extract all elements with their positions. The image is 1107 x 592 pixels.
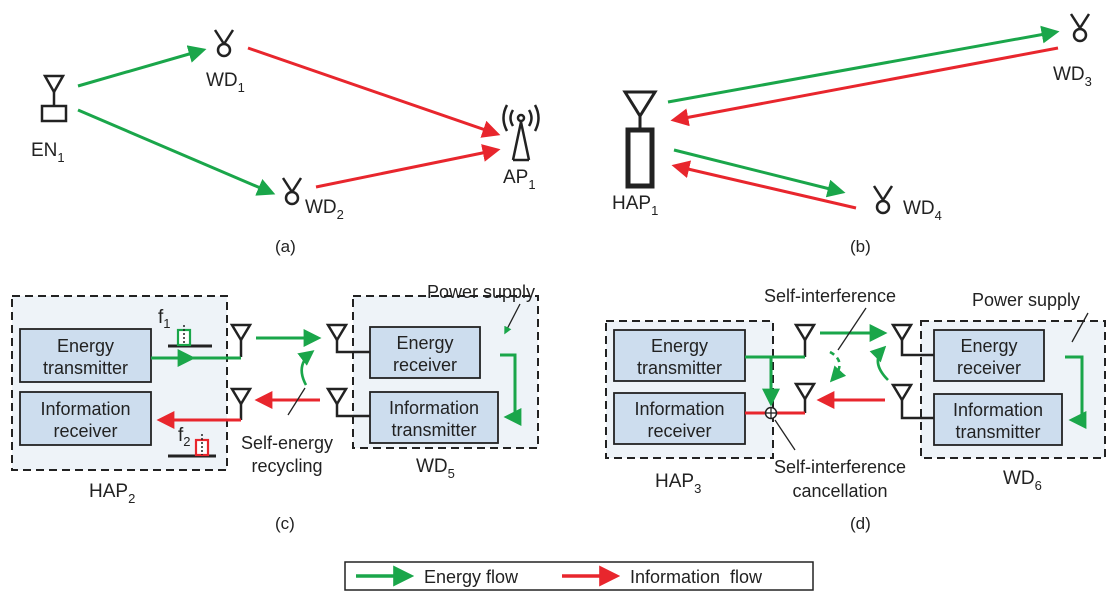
energy-receiver-label-2: receiver [957, 358, 1021, 378]
information-transmitter-box [933, 393, 1063, 446]
energy-flow-arrow [673, 148, 846, 198]
information-receiver-box [19, 391, 152, 446]
frequency-band-icon [168, 325, 212, 348]
caption-b: (b) [850, 237, 871, 256]
information-flow-arrow [671, 160, 857, 210]
energy-flow-arrow [77, 45, 207, 88]
en1-label: EN1 [31, 140, 65, 165]
information-flow-arrow [247, 46, 501, 138]
antenna-icon [325, 387, 370, 418]
antenna-icon [890, 323, 934, 357]
self-interference-label: Self-interference [764, 286, 896, 306]
information-receiver-label-2: receiver [647, 421, 711, 441]
self-energy-recycling-label-1: Self-energy [241, 433, 333, 453]
power-supply-label: Power supply [427, 282, 535, 302]
self-interference-cancellation-label-2: cancellation [792, 481, 887, 501]
wd1-label: WD1 [206, 70, 245, 95]
self-interference-arrow [829, 350, 847, 383]
summation-icon [764, 406, 778, 420]
self-energy-recycling-arrow [297, 350, 315, 386]
antenna-icon [229, 387, 253, 420]
hap3-label: HAP3 [655, 471, 701, 496]
caption-d: (d) [850, 514, 871, 533]
information-receiver-label-2: receiver [53, 421, 117, 441]
pointer-line [287, 387, 306, 416]
energy-transmitter-box [613, 329, 746, 382]
energy-transmitter-label-1: Energy [651, 336, 708, 356]
power-supply-line [500, 353, 522, 426]
energy-transmitter-box [19, 328, 152, 383]
wireless-device-icon [1069, 13, 1091, 43]
f1-label: f1 [158, 307, 171, 331]
energy-receiver-label-1: Energy [960, 336, 1017, 356]
panel-b: HAP1 WD3 WD4 (b) [612, 13, 1092, 256]
antenna-icon [325, 323, 370, 354]
energy-receiver-box [933, 329, 1045, 382]
self-energy-recycling-arrow [869, 345, 889, 381]
antenna-icon [793, 382, 817, 413]
access-point-icon [502, 104, 540, 162]
energy-receiver-label-2: receiver [393, 355, 457, 375]
energy-flow-arrow [667, 25, 1060, 104]
antenna-icon [793, 323, 817, 357]
legend: Energy flow Information flow [344, 561, 814, 591]
energy-transmitter-label-2: transmitter [43, 358, 128, 378]
caption-c: (c) [275, 514, 295, 533]
energy-flow-arrow [77, 108, 276, 196]
frequency-band-icon [168, 434, 216, 458]
information-transmitter-label-1: Information [953, 400, 1043, 420]
f2-label: f2 [178, 425, 191, 449]
antenna-icon [229, 323, 253, 357]
wd3-label: WD3 [1053, 64, 1092, 89]
panel-c: Energy transmitter Information receiver … [11, 282, 539, 533]
energy-transmitter-label-1: Energy [57, 336, 114, 356]
wd2-label: WD2 [305, 197, 344, 222]
energy-receiver-label-1: Energy [396, 333, 453, 353]
hybrid-access-point-icon [622, 90, 658, 189]
energy-node-icon [40, 74, 68, 123]
wd5-label: WD5 [416, 456, 455, 481]
power-supply-label: Power supply [972, 290, 1080, 310]
wd4-label: WD4 [903, 198, 942, 223]
power-supply-line [1065, 355, 1087, 429]
pointer-line [504, 303, 521, 335]
information-transmitter-label-2: transmitter [955, 422, 1040, 442]
information-receiver-box [613, 392, 746, 445]
wireless-device-icon [281, 177, 303, 206]
caption-a: (a) [275, 237, 296, 256]
legend-information-label: Information flow [630, 567, 763, 587]
pointer-line [774, 419, 796, 451]
information-receiver-label-1: Information [634, 399, 724, 419]
energy-receiver-box [369, 326, 481, 379]
information-transmitter-label-1: Information [389, 398, 479, 418]
wireless-device-icon [213, 29, 235, 58]
ap1-label: AP1 [503, 167, 536, 192]
self-energy-recycling-label-2: recycling [251, 456, 322, 476]
pointer-line [1071, 312, 1089, 343]
wd6-label: WD6 [1003, 468, 1042, 493]
self-interference-cancellation-label-1: Self-interference [774, 457, 906, 477]
antenna-icon [890, 383, 934, 420]
wireless-device-icon [872, 185, 894, 215]
information-receiver-label-1: Information [40, 399, 130, 419]
hap1-label: HAP1 [612, 193, 658, 218]
information-transmitter-box [369, 391, 499, 444]
legend-energy-label: Energy flow [424, 567, 519, 587]
pointer-line [837, 307, 867, 351]
hap2-label: HAP2 [89, 481, 135, 506]
energy-transmitter-label-2: transmitter [637, 358, 722, 378]
panel-d: Energy transmitter Information receiver … [605, 286, 1106, 533]
information-transmitter-label-2: transmitter [391, 420, 476, 440]
information-flow-arrow [315, 144, 501, 189]
panel-a: EN1 WD1 WD2 AP1 [31, 29, 540, 256]
information-flow-arrow [670, 46, 1059, 127]
